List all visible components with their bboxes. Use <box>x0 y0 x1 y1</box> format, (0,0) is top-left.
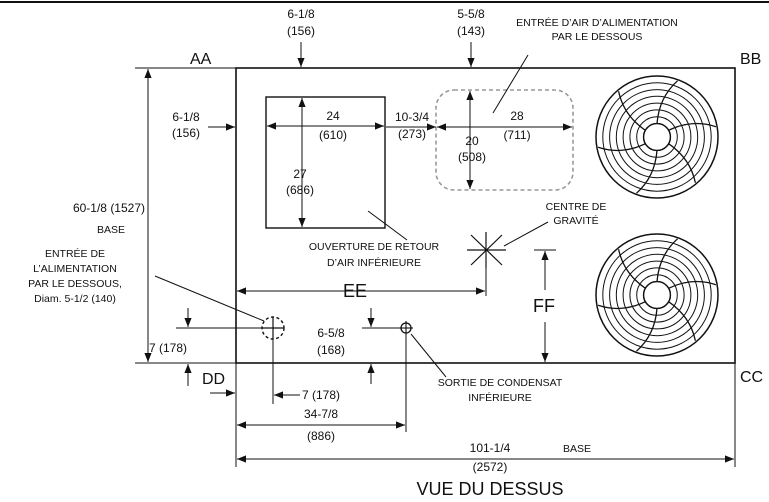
dim-supply-w-mm: (711) <box>503 128 530 142</box>
return-air-label-1: OUVERTURE DE RETOUR <box>309 241 440 253</box>
supply-air-label-2: PAR LE DESSOUS <box>552 31 643 43</box>
dim-bottom-offset-text: 7 (178) <box>149 341 187 355</box>
dim-width-mm: (2572) <box>473 460 508 474</box>
dim-return-w-mm: (610) <box>319 128 347 142</box>
leader-cg <box>503 221 549 247</box>
dim-top-offset-mm: (156) <box>287 24 315 38</box>
dim-width-base: BASE <box>563 443 591 455</box>
corner-cc: CC <box>740 369 763 386</box>
supply-air-opening <box>435 89 574 191</box>
dim-cond-x-text: 34-7/8 <box>304 407 338 421</box>
center-of-gravity-mark <box>467 232 506 268</box>
leader-condensate <box>410 333 447 378</box>
dim-cond-x-mm: (886) <box>307 429 335 443</box>
return-air-opening <box>265 96 386 229</box>
power-label-3: PAR LE DESSOUS, <box>28 278 122 290</box>
unit-outline <box>235 67 736 364</box>
condenser-fan-bottom <box>595 233 719 357</box>
dim-height-text: 60-1/8 (1527) <box>73 201 145 215</box>
dim-supply-w-text: 28 <box>510 109 524 123</box>
corner-dd: DD <box>202 371 225 388</box>
corner-bb: BB <box>740 51 761 68</box>
dim-supply-offset-text: 5-5/8 <box>457 7 485 21</box>
leader-power <box>154 275 265 322</box>
label-ff: FF <box>533 296 555 316</box>
dim-supply-offset-mm: (143) <box>457 24 485 38</box>
dim-left-offset-text: 6-1/8 <box>172 110 200 124</box>
cond-label-2: INFÉRIEURE <box>468 391 532 404</box>
dim-cond-offset-mm: (168) <box>317 343 345 357</box>
power-label-1: ENTRÉE DE <box>45 247 105 260</box>
dim-return-w-text: 24 <box>326 109 340 123</box>
cond-label-1: SORTIE DE CONDENSAT <box>438 377 563 389</box>
dim-supply-h-text: 20 <box>465 134 479 148</box>
power-inlet-symbol <box>261 316 285 340</box>
view-title: VUE DU DESSUS <box>416 479 563 499</box>
dim-return-h-text: 27 <box>293 167 307 181</box>
return-air-label-2: D’AIR INFÉRIEURE <box>327 256 421 269</box>
dim-top-offset-text: 6-1/8 <box>287 7 315 21</box>
cg-label-1: CENTRE DE <box>546 201 607 213</box>
corner-aa: AA <box>190 51 212 68</box>
dim-height-base: BASE <box>97 224 125 236</box>
label-ee: EE <box>343 281 367 301</box>
dim-power-x-text: 7 (178) <box>302 388 340 402</box>
dim-cond-offset-text: 6-5/8 <box>317 326 345 340</box>
condensate-outlet-symbol <box>399 321 413 335</box>
supply-air-label-1: ENTRÉE D’AIR D’ALIMENTATION <box>516 16 678 29</box>
dim-width-text: 101-1/4 <box>470 441 511 455</box>
cg-label-2: GRAVITÉ <box>553 214 598 227</box>
power-label-4: Diam. 5-1/2 (140) <box>34 293 116 305</box>
leader-return-air <box>367 210 408 241</box>
condenser-fan-top <box>595 75 719 199</box>
dim-return-h-mm: (686) <box>286 183 314 197</box>
dim-gap-text: 10-3/4 <box>395 110 429 124</box>
dim-left-offset-mm: (156) <box>172 126 200 140</box>
leader-supply-air <box>492 54 529 114</box>
dim-supply-h-mm: (508) <box>458 150 486 164</box>
power-label-2: L’ALIMENTATION <box>33 263 117 275</box>
dim-gap-mm: (273) <box>398 127 426 141</box>
